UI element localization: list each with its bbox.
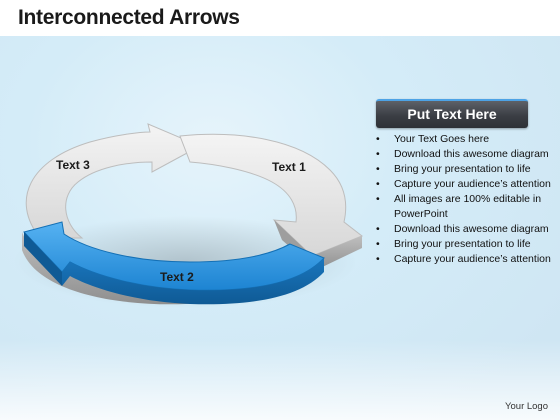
label-text-2: Text 2 xyxy=(160,270,194,284)
panel-header: Put Text Here xyxy=(376,99,528,128)
label-text-1: Text 1 xyxy=(272,160,306,174)
arrow-1-side xyxy=(312,236,362,270)
bullet-item: Your Text Goes here xyxy=(374,132,558,147)
ring-side-gray xyxy=(22,232,230,305)
slide-title: Interconnected Arrows xyxy=(18,6,240,29)
arrow-3-gray xyxy=(25,123,202,239)
label-text-3: Text 3 xyxy=(56,158,90,172)
bottom-fade xyxy=(0,340,560,420)
bullet-item: All images are 100% editable in PowerPoi… xyxy=(374,192,558,222)
footer-logo-text: Your Logo xyxy=(505,401,548,412)
bullet-item: Download this awesome diagram xyxy=(374,222,558,237)
bullet-item: Capture your audience’s attention xyxy=(374,177,558,192)
bullet-item: Capture your audience’s attention xyxy=(374,252,558,267)
bullet-item: Bring your presentation to life xyxy=(374,162,558,177)
arrow-2-side xyxy=(62,258,324,305)
arrow-2-tip-side xyxy=(24,232,62,286)
bullet-list: Your Text Goes here Download this awesom… xyxy=(374,132,558,267)
bullet-item: Download this awesome diagram xyxy=(374,147,558,162)
bullet-item: Bring your presentation to life xyxy=(374,237,558,252)
